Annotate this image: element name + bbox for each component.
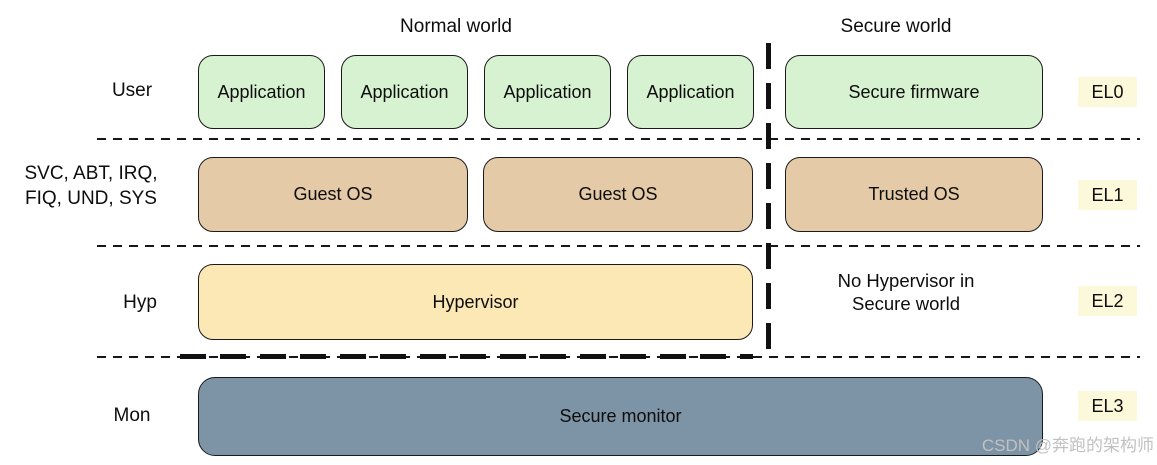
secure-firmware-box: Secure firmware xyxy=(785,55,1043,129)
application-box-3: Application xyxy=(484,55,611,129)
application-box-2: Application xyxy=(341,55,468,129)
mode-label-hyp: Hyp xyxy=(123,292,157,313)
hypervisor-box: Hypervisor xyxy=(198,264,753,340)
no-hypervisor-note: No Hypervisor in Secure world xyxy=(838,269,975,315)
normal-world-title: Normal world xyxy=(400,16,512,37)
mode-label-mon: Mon xyxy=(113,405,151,426)
el1-el2-divider-line xyxy=(97,245,1140,247)
el1-badge: EL1 xyxy=(1078,180,1137,210)
el0-el1-divider-line xyxy=(97,138,1140,140)
no-hypervisor-note-line1: No Hypervisor in xyxy=(837,270,975,291)
csdn-watermark: CSDN @奔跑的架构师 xyxy=(981,436,1154,455)
application-box-1: Application xyxy=(198,55,325,129)
el2-badge: EL2 xyxy=(1078,286,1137,316)
world-divider-line xyxy=(766,43,771,357)
guest-os-box-1: Guest OS xyxy=(198,157,468,232)
secure-world-title: Secure world xyxy=(840,16,952,37)
no-hypervisor-note-line2: Secure world xyxy=(852,293,960,314)
el3-badge: EL3 xyxy=(1078,391,1137,421)
guest-os-box-2: Guest OS xyxy=(483,157,753,232)
secure-monitor-box: Secure monitor xyxy=(198,377,1043,456)
mode-label-line2: FIQ, UND, SYS xyxy=(25,188,157,209)
mode-label-exception-modes: SVC, ABT, IRQ, FIQ, UND, SYS xyxy=(24,161,157,211)
trusted-os-box: Trusted OS xyxy=(785,157,1043,232)
mode-label-user: User xyxy=(111,80,153,101)
application-box-4: Application xyxy=(627,55,754,129)
mode-label-line1: SVC, ABT, IRQ, xyxy=(24,163,158,184)
el3-boundary-thick-line xyxy=(180,354,753,359)
el0-badge: EL0 xyxy=(1078,77,1137,107)
